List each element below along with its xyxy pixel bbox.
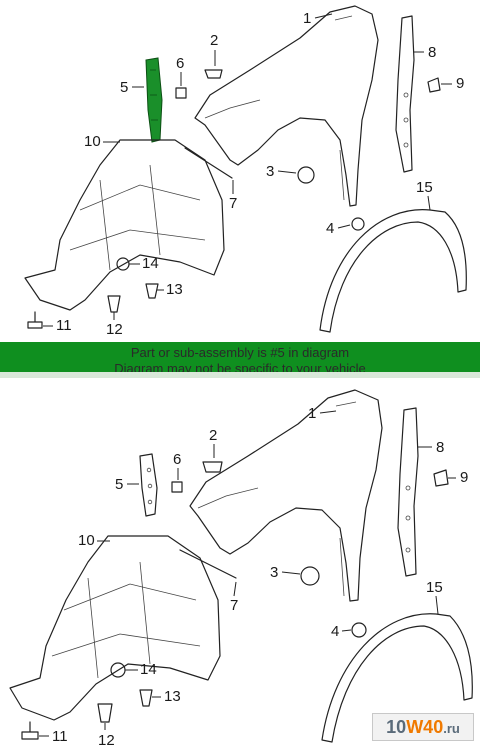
banner-line-1: Part or sub-assembly is #5 in diagram: [130, 345, 350, 360]
diagram-top: 1 2 3 4 5 6 7 8 9 10 11 12 13 14 15: [0, 0, 480, 342]
logo-part-a: 10: [386, 717, 407, 737]
logo-part-b: W40: [406, 717, 444, 737]
logo-part-c: .ru: [443, 721, 460, 736]
small-parts: [27, 69, 441, 329]
callout-10: 10: [84, 133, 101, 150]
callout-6: 6: [176, 55, 184, 72]
diagram-bottom-svg: 1 2 3 4 5 6 7 8 9 10 11 12 13 14 15: [9, 389, 473, 747]
callout-1: 1: [303, 10, 311, 27]
callout-labels-top: 1 2 3 4 5 6 7 8 9 10 11 12 13 14 15: [43, 10, 464, 338]
callout-12-bottom: 12: [98, 732, 115, 747]
callout-14: 14: [142, 255, 159, 272]
callout-6-bottom: 6: [173, 451, 181, 468]
callout-labels-bottom: 1 2 3 4 5 6 7 8 9 10 11 12 13 14 15: [39, 405, 468, 747]
callout-1-bottom: 1: [308, 405, 316, 422]
arch-molding-part-15: [319, 209, 467, 333]
callout-10-bottom: 10: [78, 532, 95, 549]
callout-11: 11: [56, 317, 72, 334]
callout-15-bottom: 15: [426, 579, 443, 596]
brace-part-8: [395, 15, 415, 173]
callout-8-bottom: 8: [436, 439, 444, 456]
callout-14-bottom: 14: [140, 661, 157, 678]
callout-4: 4: [326, 220, 334, 237]
fender-part: [194, 5, 379, 207]
callout-12: 12: [106, 321, 123, 338]
callout-2-bottom: 2: [209, 427, 217, 444]
diagram-bottom: 1 2 3 4 5 6 7 8 9 10 11 12 13 14 15: [0, 378, 480, 747]
callout-3: 3: [266, 163, 274, 180]
bracket-part-5-highlighted: [145, 57, 163, 143]
bracket-part-5: [139, 453, 158, 517]
callout-5-bottom: 5: [115, 476, 123, 493]
callout-13: 13: [166, 281, 183, 298]
callout-7: 7: [229, 195, 237, 212]
callout-8: 8: [428, 44, 436, 61]
liner-part-10-bottom: [9, 535, 221, 721]
callout-3-bottom: 3: [270, 564, 278, 581]
info-banner: Part or sub-assembly is #5 in diagram Di…: [0, 342, 480, 378]
callout-9: 9: [456, 75, 464, 92]
fender-part-bottom: [189, 389, 383, 602]
callout-4-bottom: 4: [331, 623, 339, 640]
watermark-logo: 10W40.ru: [372, 713, 474, 741]
callout-11-bottom: 11: [52, 728, 68, 745]
diagram-top-svg: 1 2 3 4 5 6 7 8 9 10 11 12 13 14 15: [24, 5, 467, 338]
callout-2: 2: [210, 32, 218, 49]
arch-molding-part-15-bottom: [321, 613, 473, 743]
banner-watermark-strip: [0, 372, 480, 378]
callout-15: 15: [416, 179, 433, 196]
callout-9-bottom: 9: [460, 469, 468, 486]
callout-13-bottom: 13: [164, 688, 181, 705]
callout-5: 5: [120, 79, 128, 96]
liner-part-10: [24, 139, 225, 311]
brace-part-8-bottom: [397, 407, 419, 577]
callout-7-bottom: 7: [230, 597, 238, 614]
